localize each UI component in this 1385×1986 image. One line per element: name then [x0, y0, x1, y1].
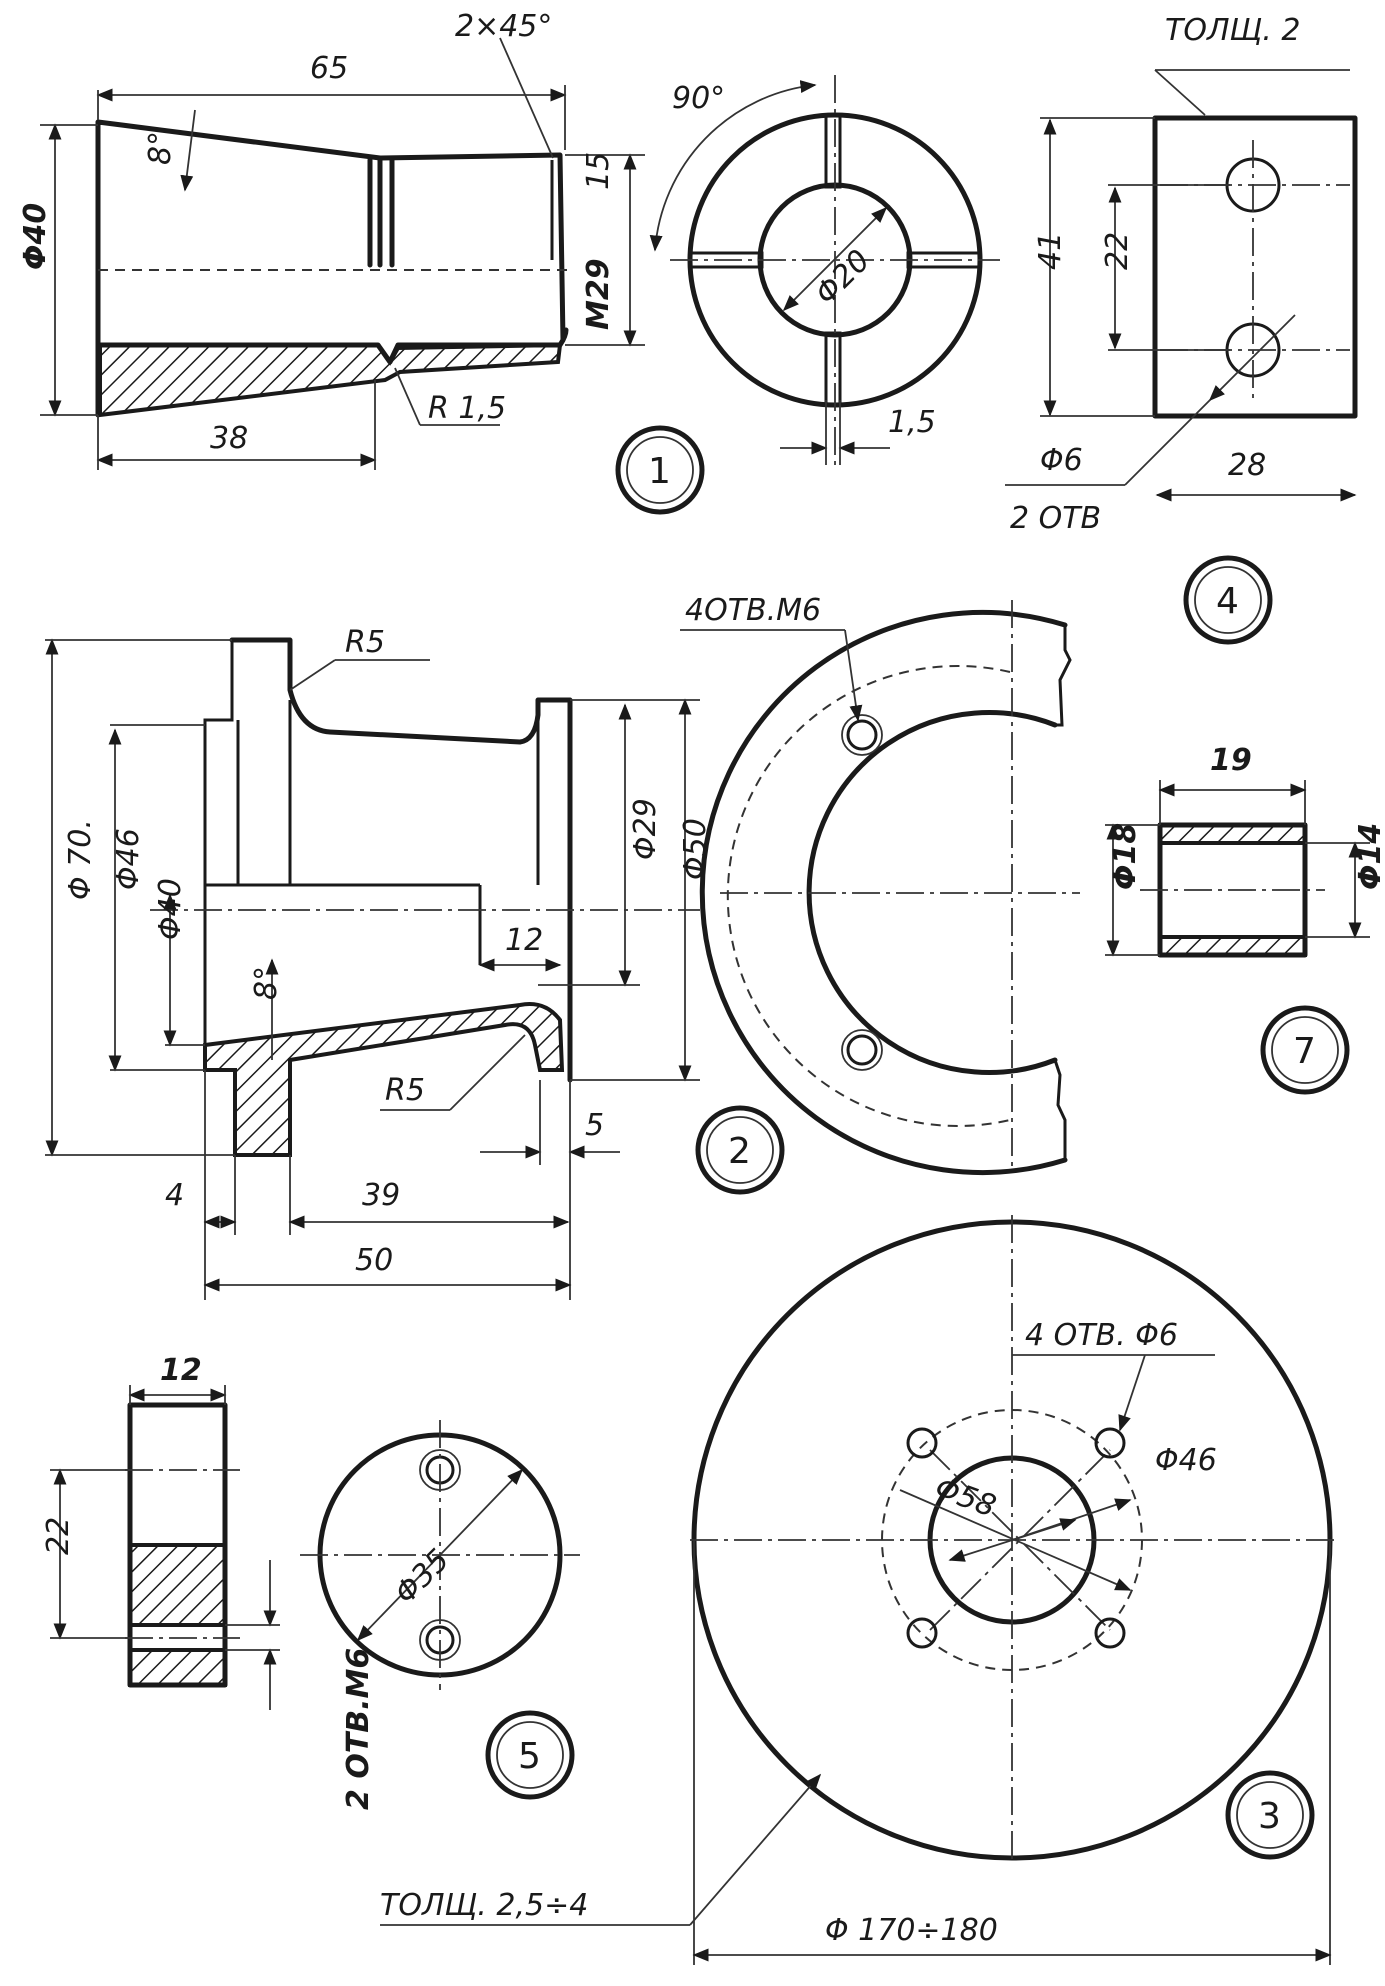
part-4-number: 4 — [1216, 581, 1239, 622]
part-5-number-badge: 5 — [485, 1710, 575, 1800]
part-2-outer-diameter-label: Φ 70. — [63, 819, 98, 900]
part-3-number: 3 — [1258, 1796, 1281, 1837]
part-1-thread-label: M29 — [581, 258, 616, 330]
part-5-number: 5 — [518, 1736, 541, 1777]
part-7-bushing: 19 Φ18 Φ14 — [1105, 743, 1385, 958]
part-1-angle-label: 90° — [672, 81, 725, 116]
part-1-bore-label: Φ20 — [809, 243, 877, 311]
part-4-holes-label: 2 ОТВ — [1010, 501, 1101, 536]
part-2-diameter-29-label: Φ29 — [628, 798, 663, 860]
part-3-holes-label: 4 ОТВ. Φ6 — [1025, 1318, 1178, 1353]
part-2-number-badge: 2 — [695, 1105, 785, 1195]
part-4-number-badge: 4 — [1183, 555, 1273, 645]
part-4-height-label: 41 — [1033, 232, 1068, 270]
part-4-thickness-label: ТОЛЩ. 2 — [1165, 13, 1300, 48]
part-2-taper-angle-label: 8° — [249, 966, 284, 1000]
part-2-diameter-46-label: Φ46 — [111, 828, 146, 890]
part-5-hole-spacing-label: 22 — [41, 1517, 76, 1555]
part-5-side-view: 12 22 2 ОТВ.М6 — [41, 1353, 376, 1810]
part-2-offset-label: 4 — [165, 1178, 184, 1213]
part-3-thickness-label: ТОЛЩ. 2,5÷4 — [380, 1888, 588, 1923]
part-3-disc: 4 ОТВ. Φ6 Φ46 Φ58 ТОЛЩ. 2,5÷4 Φ 170÷180 — [380, 1215, 1335, 1965]
part-2-number: 2 — [728, 1131, 751, 1172]
part-2-length-50-label: 50 — [355, 1243, 393, 1278]
part-1-thread-length-label: 15 — [581, 152, 616, 190]
part-7-inner-diameter-label: Φ14 — [1353, 823, 1385, 890]
part-2-end-view: 4ОТВ.М6 — [680, 593, 1080, 1175]
part-5-holes-label: 2 ОТВ.М6 — [341, 1648, 376, 1810]
part-7-number-badge: 7 — [1260, 1005, 1350, 1095]
part-3-outer-diameter-label: Φ 170÷180 — [825, 1913, 998, 1948]
part-3-bolt-circle-label: Φ46 — [1155, 1443, 1217, 1478]
part-7-outer-diameter-label: Φ18 — [1108, 823, 1143, 890]
part-2-radius-bottom-label: R5 — [385, 1073, 425, 1108]
part-4-width-label: 28 — [1228, 448, 1266, 483]
part-1-length-label: 65 — [310, 51, 348, 86]
part-3-number-badge: 3 — [1225, 1770, 1315, 1860]
part-1-number-badge: 1 — [615, 425, 705, 515]
part-2-diameter-40-label: Φ40 — [153, 878, 188, 940]
part-1-end-view: 90° Φ20 1,5 — [649, 75, 1000, 465]
part-2-radius-top-label: R5 — [345, 625, 385, 660]
part-2-length-39-label: 39 — [362, 1178, 400, 1213]
part-1-taper-length-label: 38 — [210, 421, 248, 456]
part-5-diameter-label: Φ35 — [388, 1543, 456, 1611]
part-1-radius-label: R 1,5 — [428, 391, 506, 426]
part-7-length-label: 19 — [1210, 743, 1252, 778]
part-1-number: 1 — [648, 451, 671, 492]
part-2-holes-label: 4ОТВ.М6 — [685, 593, 821, 628]
part-4-plate: ТОЛЩ. 2 41 22 Φ6 2 ОТВ 28 — [1005, 13, 1358, 536]
part-2-step-label: 12 — [505, 923, 543, 958]
part-1-chamfer-label: 2×45° — [455, 9, 552, 44]
part-2-flange-label: 5 — [585, 1108, 604, 1143]
part-1-taper-angle-label: 8° — [143, 131, 178, 165]
part-1-slot-width-label: 1,5 — [888, 405, 936, 440]
part-5-width-label: 12 — [160, 1353, 202, 1388]
part-4-hole-spacing-label: 22 — [1100, 232, 1135, 270]
part-3-bore-label: Φ58 — [930, 1470, 1000, 1524]
part-4-hole-diameter-label: Φ6 — [1040, 443, 1083, 478]
part-1-outer-diameter-label: Φ40 — [18, 203, 53, 270]
part-7-number: 7 — [1293, 1031, 1316, 1072]
part-2-side-view: R5 Φ 70. Φ46 Φ40 8° Φ29 Φ50 12 R5 5 — [45, 625, 713, 1300]
part-1-side-view: 65 2×45° 8° Φ40 M29 15 38 R 1,5 — [18, 9, 645, 470]
